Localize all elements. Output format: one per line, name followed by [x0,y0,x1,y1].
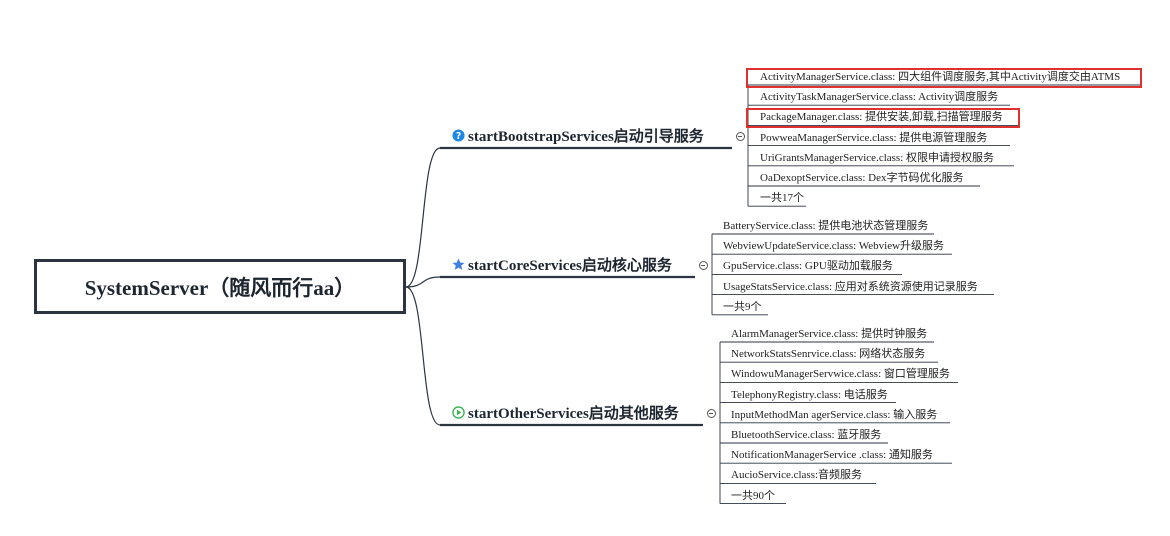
collapse-toggle[interactable] [698,261,708,270]
root-label: SystemServer（随风而行aa） [84,275,356,300]
branch-node-1[interactable]: ? startBootstrapServices启动引导服务 [452,125,704,146]
question-icon: ? [452,129,465,142]
leaf-node[interactable]: GpuService.class: GPU驱动加载服务 [723,260,893,273]
leaf-node[interactable]: UsageStatsService.class: 应用对系统资源使用记录服务 [723,280,978,293]
leaf-node[interactable]: NotificationManagerService .class: 通知服务 [731,449,933,462]
leaf-node[interactable]: BluetoothService.class: 蓝牙服务 [731,429,882,441]
root-node[interactable]: SystemServer（随风而行aa） [34,259,406,314]
leaf-node[interactable]: AucioService.class:音频服务 [731,469,863,482]
leaf-node[interactable]: AlarmManagerService.class: 提供时钟服务 [731,328,928,340]
leaf-node[interactable]: 一共17个 [760,192,804,205]
leaf-node[interactable]: PackageManager.class: 提供安装,卸载,扫描管理服务 [760,111,1003,124]
collapse-toggle[interactable] [735,132,745,141]
leaf-node[interactable]: PowweaManagerService.class: 提供电源管理服务 [760,131,988,144]
leaf-node[interactable]: BatteryService.class: 提供电池状态管理服务 [723,220,929,232]
leaf-node[interactable]: UriGrantsManagerService.class: 权限申请授权服务 [760,151,995,164]
leaf-node[interactable]: 一共90个 [731,489,775,502]
collapse-toggle[interactable] [706,409,716,418]
leaf-node[interactable]: OaDexoptService.class: Dex字节码优化服务 [760,172,964,184]
star-icon [452,258,465,271]
leaf-node[interactable]: 一共9个 [723,300,762,313]
leaf-node[interactable]: WebviewUpdateService.class: Webview升级服务 [723,240,945,253]
highlight-box [746,108,1020,129]
leaf-node[interactable]: NetworkStatsSenrvice.class: 网络状态服务 [731,348,926,361]
highlight-box [746,68,1142,88]
branch-label: startCoreServices启动核心服务 [468,258,672,274]
branch-node-3[interactable]: startOtherServices启动其他服务 [452,402,679,423]
leaf-node[interactable]: WindowuManagerServwice.class: 窗口管理服务 [731,368,950,381]
branch-label: startOtherServices启动其他服务 [468,406,679,422]
play-icon [452,406,465,419]
leaf-node[interactable]: InputMethodMan agerService.class: 输入服务 [731,408,938,421]
leaf-node[interactable]: ActivityManagerService.class: 四大组件调度服务,其… [760,71,1121,83]
branch-node-2[interactable]: startCoreServices启动核心服务 [452,254,672,275]
leaf-node[interactable]: TelephonyRegistry.class: 电话服务 [731,388,888,401]
branch-label: startBootstrapServices启动引导服务 [468,129,704,145]
leaf-node[interactable]: ActivityTaskManagerService.class: Activi… [760,91,999,104]
svg-text:?: ? [456,131,461,142]
